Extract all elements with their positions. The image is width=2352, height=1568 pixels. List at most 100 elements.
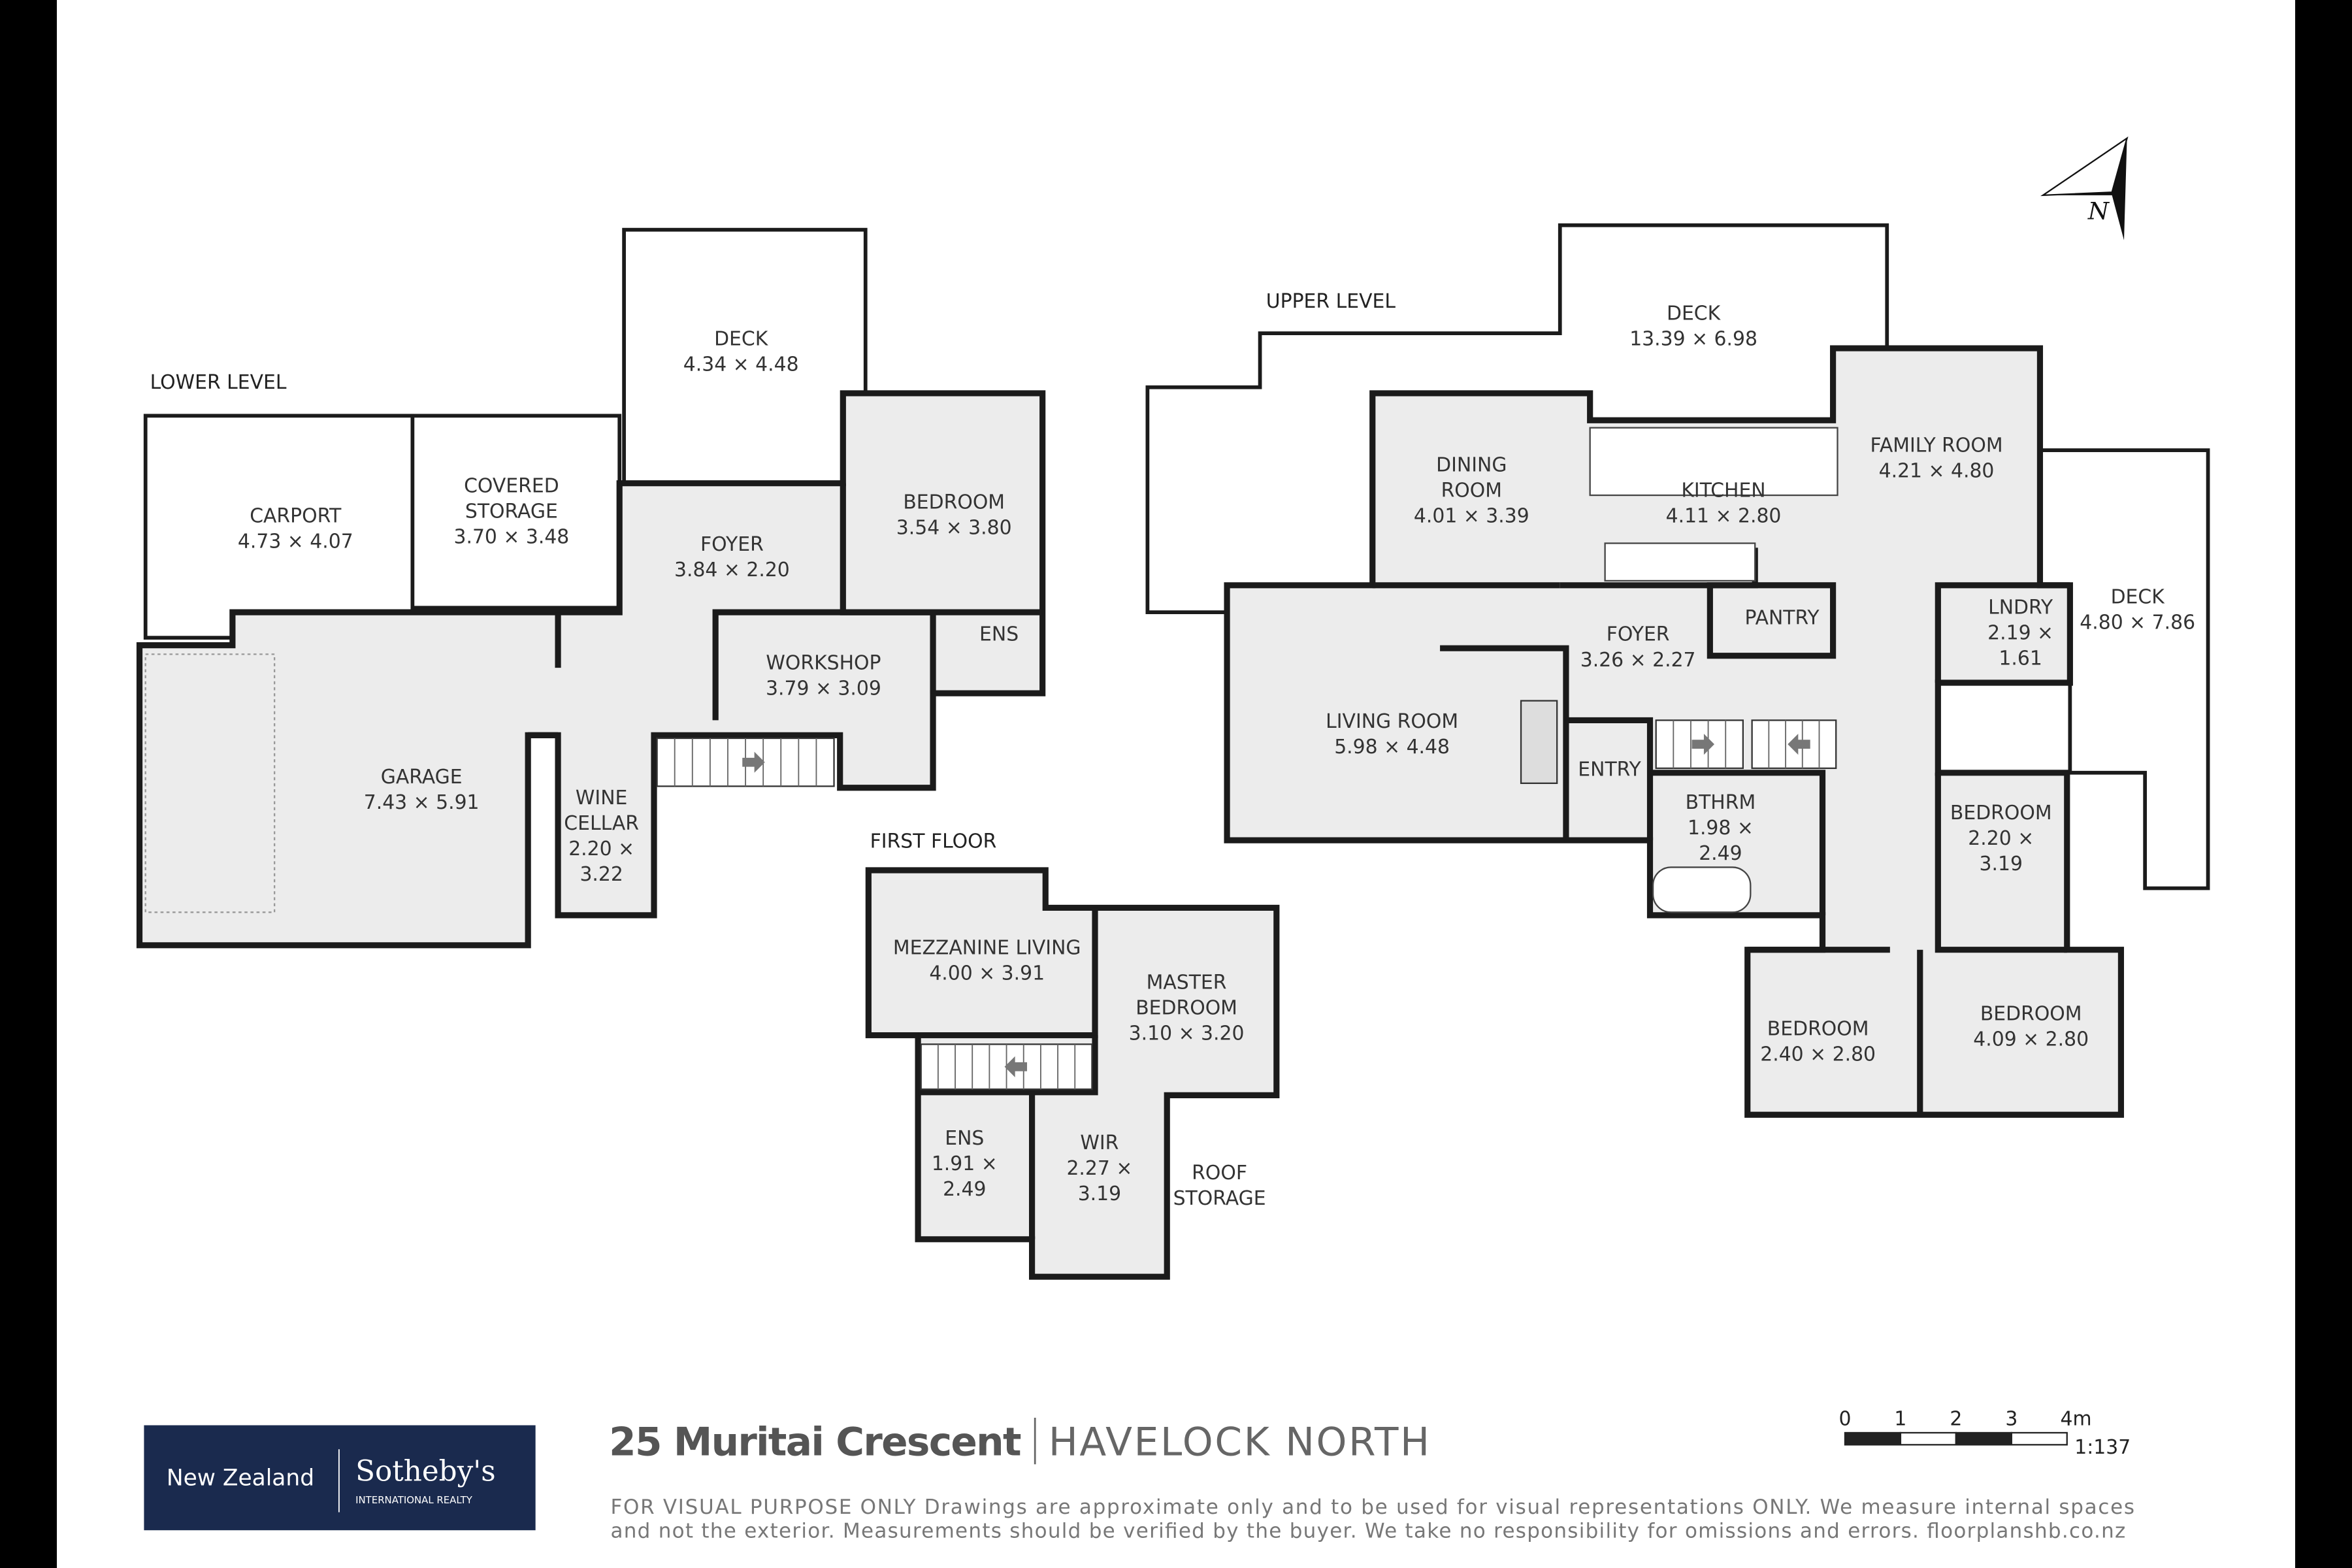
room-dimensions: 7.43 × 5.91 bbox=[364, 791, 480, 814]
scale-segment bbox=[1844, 1431, 1902, 1446]
bathtub-icon bbox=[1652, 866, 1752, 913]
room-dimensions: 3.22 bbox=[580, 863, 623, 886]
room-name: DECK bbox=[714, 327, 769, 350]
room-dimensions: 1.91 × bbox=[932, 1152, 998, 1175]
room-dimensions: 3.26 × 2.27 bbox=[1580, 649, 1696, 672]
room-dimensions: 1.61 bbox=[1999, 647, 2042, 670]
room-dimensions: 3.19 bbox=[1980, 853, 2023, 875]
scale-segment bbox=[2010, 1431, 2068, 1446]
left-border bbox=[0, 0, 57, 1568]
stairs-icon bbox=[1751, 719, 1837, 770]
room-name: COVERED bbox=[464, 474, 559, 497]
room-dimensions: 2.49 bbox=[943, 1178, 986, 1201]
room-name: FOYER bbox=[700, 533, 764, 556]
room-name: BEDROOM bbox=[1950, 802, 2052, 825]
fireplace-icon bbox=[1520, 700, 1558, 784]
room-name: KITCHEN bbox=[1681, 479, 1765, 502]
room-name: CARPORT bbox=[250, 504, 342, 527]
stairs-icon bbox=[920, 1043, 1093, 1090]
room-dimensions: 2.27 × bbox=[1066, 1157, 1132, 1180]
wall bbox=[1565, 717, 1654, 841]
room-dimensions: 4.11 × 2.80 bbox=[1666, 504, 1782, 527]
wall bbox=[1935, 772, 2067, 953]
logo-brand: Sotheby's bbox=[355, 1455, 495, 1488]
stairs-icon bbox=[1655, 719, 1744, 770]
room-dimensions: 13.39 × 6.98 bbox=[1629, 327, 1757, 350]
wall bbox=[1935, 582, 2070, 683]
deck-area bbox=[622, 227, 868, 485]
room-name: GARAGE bbox=[381, 766, 463, 789]
kitchen-bench bbox=[1589, 427, 1838, 497]
level-label: FIRST FLOOR bbox=[870, 830, 997, 853]
room-name: STORAGE bbox=[465, 500, 558, 523]
scale-tick-label: 0 bbox=[1838, 1408, 1851, 1431]
room-dimensions: 3.70 × 3.48 bbox=[454, 526, 570, 549]
scale-segment bbox=[1955, 1431, 2012, 1446]
north-arrow-icon: N bbox=[2040, 136, 2129, 240]
room-labels: CARPORT 4.73 × 4.07 COVERED STORAGE 3.70 × 3… bbox=[238, 302, 2195, 1210]
logo-left: New Zealand bbox=[167, 1465, 314, 1491]
room-name: LIVING ROOM bbox=[1326, 710, 1458, 733]
room-dimensions: 2.20 × bbox=[568, 838, 634, 860]
room-name: FAMILY ROOM bbox=[1870, 434, 2002, 457]
property-address: 25 Muritai Crescent bbox=[609, 1420, 1021, 1465]
room-name: BEDROOM bbox=[1767, 1018, 1869, 1041]
room-name: MEZZANINE LIVING bbox=[893, 937, 1081, 960]
room-name: BTHRM bbox=[1686, 791, 1756, 814]
wall bbox=[1440, 645, 1569, 841]
room-name: STORAGE bbox=[1173, 1187, 1266, 1210]
upper-level: UPPER LEVEL bbox=[1145, 223, 2210, 1118]
scale-tick-label: 3 bbox=[2005, 1408, 2017, 1431]
room-dimensions: 4.34 × 4.48 bbox=[683, 353, 799, 376]
room-name: FOYER bbox=[1607, 623, 1670, 646]
room-dimensions: 5.98 × 4.48 bbox=[1334, 736, 1450, 759]
room-name: ENTRY bbox=[1578, 758, 1641, 781]
scale-ratio: 1:137 bbox=[2074, 1436, 2131, 1459]
room-dimensions: 4.01 × 3.39 bbox=[1414, 504, 1529, 527]
disclaimer-line-2: and not the exterior. Measurements shoul… bbox=[610, 1520, 2125, 1543]
room-dimensions: 3.54 × 3.80 bbox=[896, 517, 1012, 540]
room-name: LNDRY bbox=[1988, 596, 2053, 619]
room-dimensions: 4.73 × 4.07 bbox=[238, 530, 353, 553]
room-dimensions: 4.09 × 2.80 bbox=[1973, 1028, 2089, 1051]
property-suburb: HAVELOCK NORTH bbox=[1049, 1420, 1429, 1465]
room-dimensions: 1.98 × bbox=[1688, 817, 1754, 840]
room-name: ENS bbox=[945, 1127, 984, 1150]
room-dimensions: 4.80 × 7.86 bbox=[2080, 611, 2195, 634]
right-border bbox=[2295, 0, 2352, 1568]
room-name: WIR bbox=[1080, 1132, 1119, 1154]
wall bbox=[712, 609, 936, 721]
room-dimensions: 2.19 × bbox=[1987, 621, 2053, 644]
room-dimensions: 2.49 bbox=[1699, 842, 1742, 865]
room-dimensions: 3.19 bbox=[1078, 1183, 1121, 1205]
lower-floor bbox=[136, 390, 1046, 949]
room-dimensions: 2.20 × bbox=[1968, 827, 2034, 850]
room-name: WINE bbox=[576, 787, 627, 809]
room-name: MASTER bbox=[1147, 971, 1227, 994]
room-name: DECK bbox=[2111, 585, 2166, 608]
disclaimer-line-1: FOR VISUAL PURPOSE ONLY Drawings are app… bbox=[610, 1495, 2134, 1519]
lower-level: LOWER LEVEL bbox=[136, 227, 1046, 949]
room-name: DECK bbox=[1667, 302, 1722, 325]
room-name: WORKSHOP bbox=[766, 651, 881, 674]
room-dimensions: 3.79 × 3.09 bbox=[766, 677, 881, 700]
room-name: BEDROOM bbox=[1135, 996, 1237, 1019]
room-dimensions: 4.21 × 4.80 bbox=[1879, 459, 1995, 482]
stairs-icon bbox=[656, 737, 835, 787]
room-name: BEDROOM bbox=[1980, 1003, 2082, 1026]
room-dimensions: 4.00 × 3.91 bbox=[929, 962, 1045, 985]
garage-door bbox=[144, 653, 276, 913]
room-dimensions: 3.10 × 3.20 bbox=[1129, 1022, 1245, 1045]
scale-tick-label: 1 bbox=[1894, 1408, 1906, 1431]
wall bbox=[918, 1035, 1098, 1096]
pantry-walls bbox=[1707, 582, 1837, 659]
level-label: LOWER LEVEL bbox=[150, 371, 287, 394]
north-label: N bbox=[2087, 197, 2110, 225]
room-name: PANTRY bbox=[1745, 606, 1820, 629]
logo-tagline: INTERNATIONAL REALTY bbox=[355, 1494, 473, 1506]
room-name: DINING bbox=[1436, 453, 1507, 476]
room-name: BEDROOM bbox=[903, 491, 1005, 514]
room-name: ENS bbox=[979, 623, 1019, 646]
